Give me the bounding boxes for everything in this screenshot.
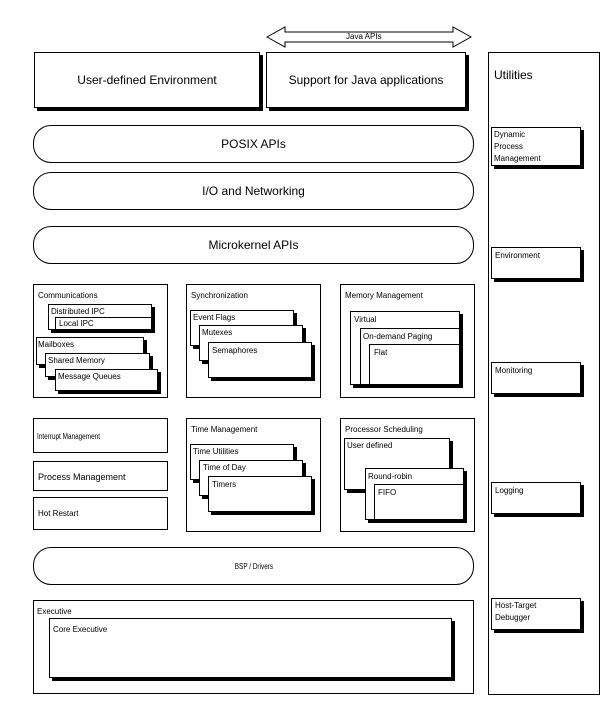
environment-label: Environment: [495, 251, 540, 260]
on-demand-paging-label: On-demand Paging: [363, 332, 433, 341]
local-ipc-card: [55, 317, 152, 330]
timers-card: [208, 476, 312, 512]
logging-box: [491, 482, 581, 514]
dynamic-process-management-box: [491, 127, 581, 166]
processor-scheduling-title: Processor Scheduling: [345, 425, 423, 434]
semaphores-label: Semaphores: [212, 346, 258, 355]
communications-title: Communications: [38, 291, 98, 300]
io-networking-label: I/O and Networking: [202, 184, 305, 198]
bsp-drivers-layer: BSP / Drivers: [33, 547, 474, 585]
htd-label-line2: Debugger: [495, 613, 531, 622]
utilities-title: Utilities: [494, 68, 533, 82]
monitoring-label: Monitoring: [495, 366, 533, 375]
host-target-debugger-box: [491, 598, 581, 630]
io-networking-layer: I/O and Networking: [33, 172, 474, 210]
semaphores-card: [208, 342, 312, 378]
mutexes-label: Mutexes: [202, 328, 233, 337]
process-management-box: [33, 461, 168, 491]
flat-label: Flat: [374, 348, 388, 357]
microkernel-apis-layer: Microkernel APIs: [33, 226, 474, 264]
local-ipc-label: Local IPC: [59, 319, 94, 328]
distributed-ipc-label: Distributed IPC: [51, 307, 105, 316]
htd-label-line1: Host-Target: [495, 601, 537, 610]
time-of-day-label: Time of Day: [203, 463, 246, 472]
time-utilities-label: Time Utilities: [193, 447, 239, 456]
support-java-label: Support for Java applications: [288, 73, 444, 87]
message-queues-card: [55, 369, 158, 391]
fifo-card: [374, 484, 464, 520]
hot-restart-box: [33, 497, 168, 530]
monitoring-box: [491, 362, 581, 394]
dpm-label-line2: Process: [494, 142, 523, 151]
java-apis-arrow-icon: [266, 26, 472, 48]
executive-title: Executive: [37, 607, 72, 616]
virtual-label: Virtual: [354, 315, 377, 324]
interrupt-management-box: [33, 418, 168, 453]
core-executive-label: Core Executive: [53, 625, 108, 634]
synchronization-title: Synchronization: [191, 291, 248, 300]
user-defined-environment-label: User-defined Environment: [77, 73, 217, 87]
round-robin-label: Round-robin: [368, 472, 413, 481]
dpm-label-line1: Dynamic: [494, 130, 526, 139]
flat-card: [369, 344, 460, 385]
bsp-drivers-label: BSP / Drivers: [234, 561, 273, 571]
support-java-box: Support for Java applications: [266, 52, 466, 108]
mailboxes-label: Mailboxes: [38, 340, 75, 349]
shared-memory-label: Shared Memory: [48, 356, 105, 365]
hot-restart-label: Hot Restart: [38, 509, 79, 518]
environment-box: [491, 247, 581, 279]
message-queues-label: Message Queues: [58, 372, 121, 381]
time-management-title: Time Management: [191, 425, 258, 434]
logging-label: Logging: [495, 486, 524, 495]
process-management-label: Process Management: [38, 472, 126, 482]
dpm-label-line3: Management: [494, 154, 541, 163]
posix-apis-layer: POSIX APIs: [33, 125, 474, 163]
timers-label: Timers: [212, 480, 237, 489]
user-defined-label: User defined: [347, 441, 393, 450]
user-defined-environment-box: User-defined Environment: [34, 52, 260, 108]
posix-apis-label: POSIX APIs: [221, 137, 286, 151]
microkernel-apis-label: Microkernel APIs: [208, 238, 299, 252]
fifo-label: FIFO: [378, 488, 397, 497]
memory-management-title: Memory Management: [345, 291, 423, 300]
core-executive-card: [49, 618, 452, 678]
event-flags-label: Event Flags: [193, 313, 236, 322]
interrupt-management-label: Interrupt Management: [37, 432, 100, 441]
java-apis-label: Java APIs: [346, 32, 382, 41]
